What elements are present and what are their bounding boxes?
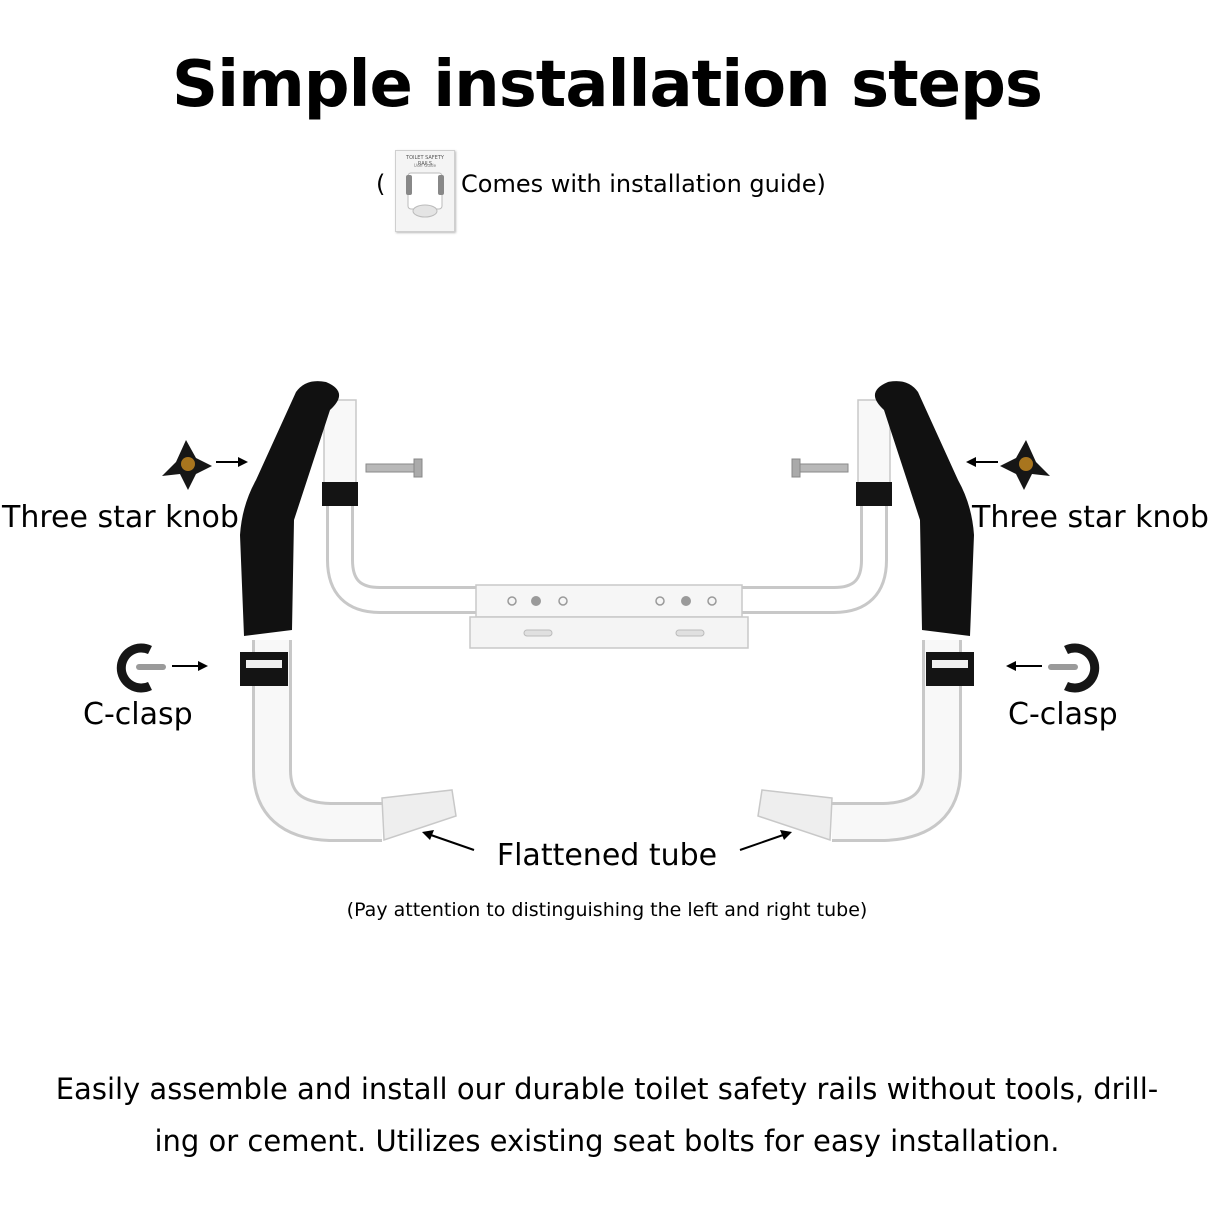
page-title: Simple installation steps xyxy=(172,48,1043,122)
crossbar xyxy=(326,456,888,649)
arrow-clasp-right-icon xyxy=(1006,661,1042,671)
arrow-clasp-left-icon xyxy=(172,661,208,671)
c-clasp-right-icon xyxy=(1048,643,1100,693)
guide-text: Comes with installation guide) xyxy=(461,170,826,198)
tube-orientation-note: (Pay attention to distinguishing the lef… xyxy=(346,899,868,921)
label-three-star-knob-right: Three star knob xyxy=(972,500,1209,535)
left-arm xyxy=(240,381,457,842)
left-bolt xyxy=(365,458,423,478)
three-star-knob-right-icon xyxy=(1000,440,1050,490)
installation-guide-note: ( TOILET SAFETY RAILS User Guide Comes w… xyxy=(0,150,1214,232)
right-arm xyxy=(757,381,974,842)
booklet-title: TOILET SAFETY RAILS xyxy=(406,155,444,167)
booklet-illustration xyxy=(406,172,444,218)
arrow-knob-left-icon xyxy=(216,457,248,467)
arrow-flat-right-icon xyxy=(739,830,792,851)
label-three-star-knob-left: Three star knob xyxy=(2,500,239,535)
arrow-flat-left-icon xyxy=(422,830,475,851)
right-bolt xyxy=(791,458,849,478)
arrows xyxy=(172,457,1042,851)
label-c-clasp-left: C-clasp xyxy=(83,697,193,732)
label-flattened-tube: Flattened tube xyxy=(496,838,718,873)
guide-booklet-image: TOILET SAFETY RAILS User Guide xyxy=(395,150,455,232)
product-description: Easily assemble and install our durable … xyxy=(55,1072,1159,1158)
booklet-subtitle: User Guide xyxy=(413,163,437,168)
c-clasp-left-icon xyxy=(116,643,166,693)
label-c-clasp-right: C-clasp xyxy=(1008,697,1118,732)
arrow-knob-right-icon xyxy=(966,457,998,467)
three-star-knob-left-icon xyxy=(162,440,212,490)
guide-open-paren: ( xyxy=(376,170,386,198)
